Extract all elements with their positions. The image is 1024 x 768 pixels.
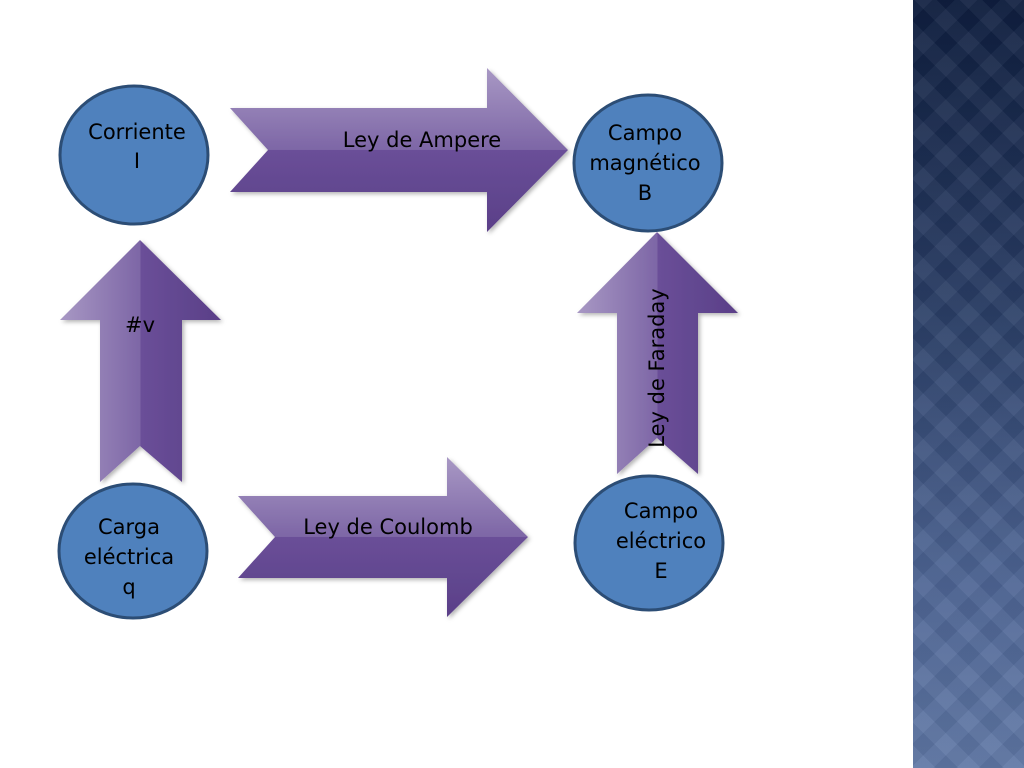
node-campo-magnetico-line2: magnético bbox=[589, 151, 700, 175]
node-campo-electrico-circle bbox=[573, 474, 725, 612]
node-corriente-line1: Corriente bbox=[88, 120, 186, 144]
node-campo-magnetico-line1: Campo bbox=[608, 121, 682, 145]
node-campo-electrico-line1: Campo bbox=[624, 499, 698, 523]
node-carga-electrica-circle bbox=[57, 482, 209, 620]
arrow-coulomb-shape bbox=[238, 457, 528, 617]
node-corriente: Corriente I bbox=[58, 84, 210, 226]
arrow-velocidad-shape bbox=[60, 240, 221, 482]
node-campo-electrico-line2: eléctrico bbox=[616, 529, 706, 553]
node-campo-magnetico-circle bbox=[572, 93, 724, 233]
node-campo-magnetico: Campo magnético B bbox=[572, 93, 724, 233]
node-carga-electrica-line1: Carga bbox=[98, 515, 160, 539]
arrow-ampere-shape bbox=[230, 68, 568, 232]
arrow-faraday-shape bbox=[577, 232, 738, 474]
node-carga-electrica-line2: eléctrica bbox=[84, 545, 174, 569]
arrow-ley-de-coulomb: Ley de Coulomb bbox=[238, 457, 528, 617]
arrow-ampere-label: Ley de Ampere bbox=[343, 128, 501, 152]
arrow-ley-de-ampere: Ley de Ampere bbox=[230, 68, 568, 232]
arrow-ley-de-faraday: Ley de Faraday bbox=[577, 232, 738, 474]
arrow-velocidad-label: #v bbox=[125, 313, 155, 337]
node-corriente-line2: I bbox=[134, 149, 140, 173]
node-campo-magnetico-line3: B bbox=[638, 181, 652, 205]
arrow-faraday-label: Ley de Faraday bbox=[645, 288, 669, 447]
node-campo-electrico: Campo eléctrico E bbox=[573, 474, 725, 612]
node-campo-electrico-line3: E bbox=[654, 559, 667, 583]
physics-laws-diagram: Ley de Ampere Ley de Coulomb #v Ley de F… bbox=[57, 68, 738, 620]
node-corriente-circle bbox=[58, 84, 210, 226]
arrow-coulomb-label: Ley de Coulomb bbox=[303, 515, 473, 539]
decorative-sidebar bbox=[913, 0, 1024, 768]
node-carga-electrica-line3: q bbox=[122, 575, 135, 599]
node-carga-electrica: Carga eléctrica q bbox=[57, 482, 209, 620]
arrow-velocidad: #v bbox=[60, 240, 221, 482]
